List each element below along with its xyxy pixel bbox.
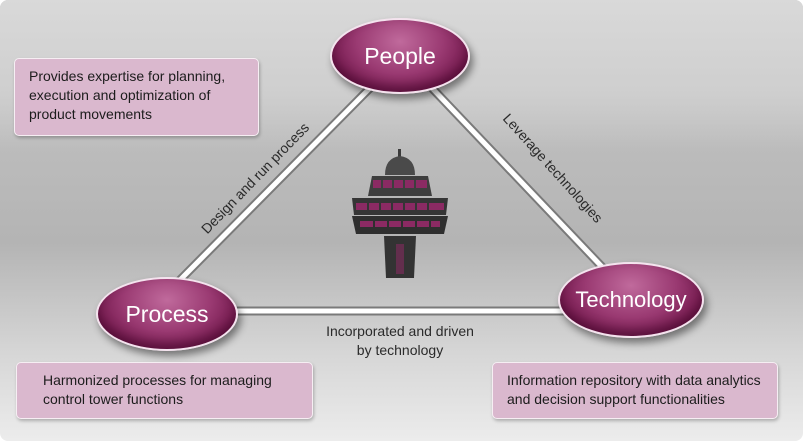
node-people-label: People: [364, 42, 436, 69]
process-description-text: Harmonized processes for managing contro…: [43, 372, 272, 407]
technology-description-box: Information repository with data analyti…: [492, 362, 778, 419]
process-description-box: Harmonized processes for managing contro…: [16, 362, 313, 419]
people-description-box: Provides expertise for planning, executi…: [14, 58, 259, 136]
edge-label-process-technology: Incorporated and driven by technology: [300, 322, 500, 360]
node-process: Process: [96, 277, 238, 351]
technology-description-text: Information repository with data analyti…: [507, 372, 761, 407]
edge-label-process-technology-line2: by technology: [356, 342, 444, 358]
connector-people-process: [177, 83, 375, 283]
edge-label-process-technology-line1: Incorporated and driven: [326, 323, 474, 339]
node-process-label: Process: [125, 300, 209, 327]
control-tower-icon: [352, 149, 448, 278]
people-description-text: Provides expertise for planning, executi…: [29, 68, 226, 122]
node-technology: Technology: [558, 262, 704, 338]
node-technology-label: Technology: [575, 287, 687, 312]
connector-people-technology: [427, 83, 608, 273]
node-people: People: [330, 18, 470, 94]
